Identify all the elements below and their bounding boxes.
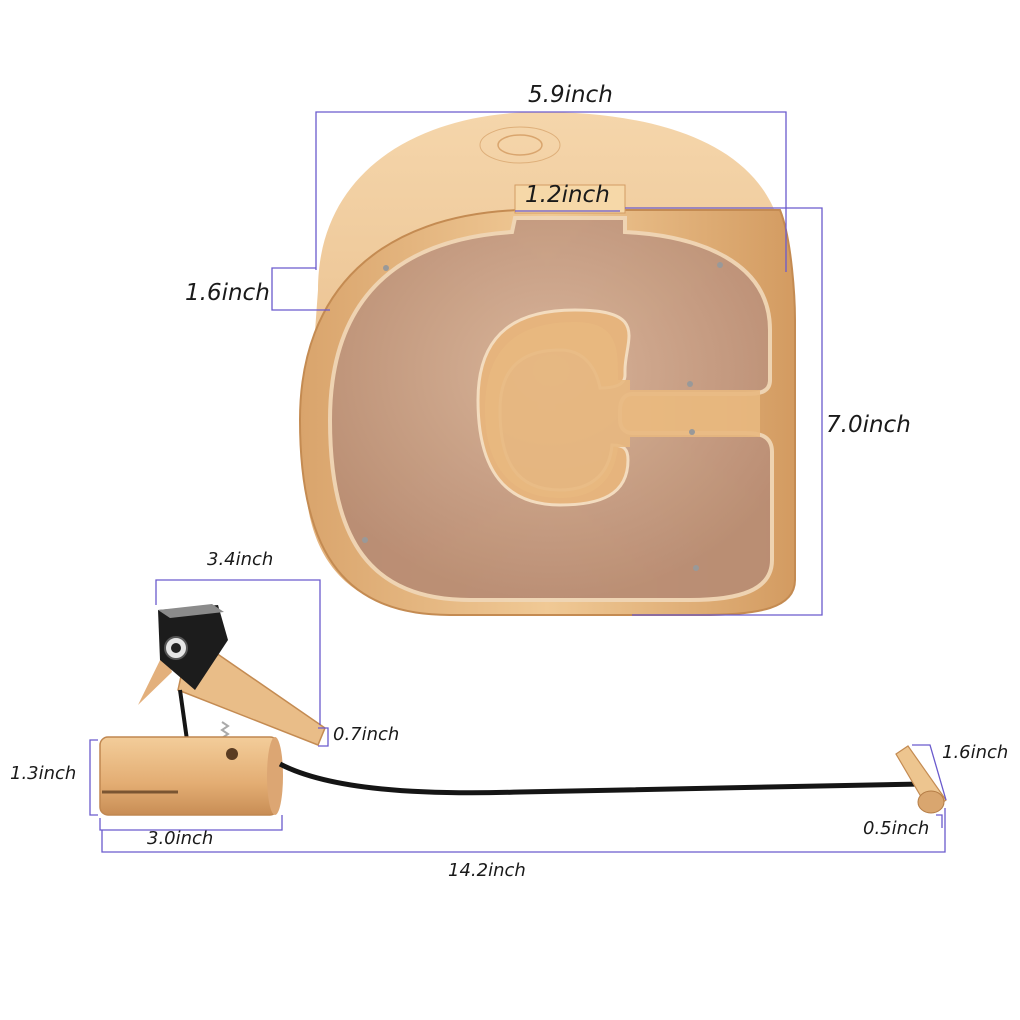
bank-dimension-lines — [271, 111, 823, 616]
peg-length-label: 1.6inch — [942, 742, 1009, 763]
bank-width-label: 5.9inch — [528, 82, 613, 108]
screw-icon — [689, 429, 695, 435]
bird-head-top — [158, 604, 224, 618]
bank-inner-c-fill — [485, 322, 760, 498]
wood-grain — [497, 134, 543, 156]
screw-icon — [693, 565, 699, 571]
screw-icon — [362, 537, 368, 543]
bank-depth-label: 1.6inch — [185, 280, 270, 306]
bird-length-label: 3.4inch — [207, 549, 274, 570]
bird-beak — [138, 650, 172, 705]
woodpecker-toy-icon — [138, 604, 326, 747]
toy-dimension-lines — [89, 579, 947, 853]
bank-height-label: 7.0inch — [826, 412, 911, 438]
base-height-label: 1.3inch — [10, 763, 77, 784]
wooden-peg-icon — [895, 745, 947, 814]
letter-c-wooden-piggy-bank-icon — [298, 112, 796, 616]
bank-slot-label: 1.2inch — [525, 182, 610, 208]
base-length-label: 3.0inch — [147, 828, 214, 849]
peg-diameter-label: 0.5inch — [863, 818, 930, 839]
bird-cord — [178, 689, 189, 741]
screw-icon — [717, 262, 723, 268]
bird-pupil — [171, 643, 181, 653]
total-length-label: 14.2inch — [448, 860, 526, 881]
cord — [278, 761, 923, 796]
log-end — [267, 737, 283, 815]
log-hole — [226, 748, 238, 760]
screw-icon — [687, 381, 693, 387]
coin-slot — [514, 184, 626, 214]
wooden-log-base-icon — [99, 736, 283, 816]
bird-thickness-label: 0.7inch — [333, 724, 400, 745]
wood-grain — [479, 126, 561, 164]
screw-icon — [383, 265, 389, 271]
bird-head — [158, 605, 228, 690]
